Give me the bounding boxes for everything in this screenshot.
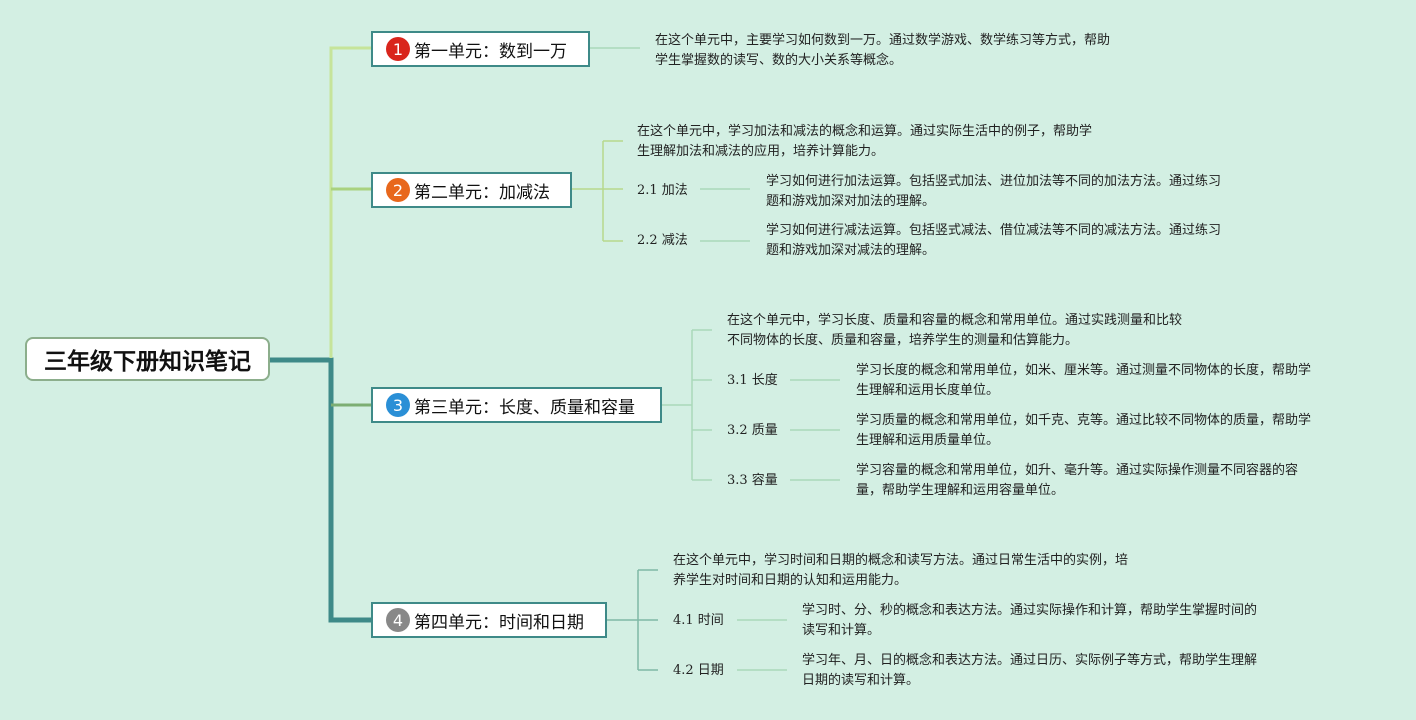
subtopic-4-1-text: 学习时、分、秒的概念和表达方法。通过实际操作和计算，帮助学生掌握时间的 读写和计… (802, 603, 1258, 638)
subtopic-3-3-label[interactable]: 3.3 容量 (727, 473, 778, 488)
unit-2-description: 在这个单元中，学习加法和减法的概念和运算。通过实际生活中的例子，帮助学 生理解加… (637, 124, 1093, 159)
subtopic-2-2-label[interactable]: 2.2 减法 (637, 233, 688, 248)
subtopic-3-3-text: 学习容量的概念和常用单位，如升、毫升等。通过实际操作测量不同容器的容 量，帮助学… (856, 463, 1299, 498)
root-topic[interactable]: 三年级下册知识笔记 (25, 337, 270, 381)
subtopic-4-2-label[interactable]: 4.2 日期 (673, 663, 724, 678)
unit-1-description: 在这个单元中，主要学习如何数到一万。通过数学游戏、数学练习等方式，帮助 学生掌握… (655, 33, 1111, 68)
unit-2-number-badge: 2 (386, 178, 410, 202)
unit-2-title: 第二单元：加减法 (414, 182, 550, 203)
subtopic-3-1-label[interactable]: 3.1 长度 (727, 373, 778, 388)
subtopic-2-2-text: 学习如何进行减法运算。包括竖式减法、借位减法等不同的减法方法。通过练习 题和游戏… (766, 223, 1222, 258)
subtopic-4-2-text: 学习年、月、日的概念和表达方法。通过日历、实际例子等方式，帮助学生理解 日期的读… (802, 653, 1258, 688)
root-title: 三年级下册知识笔记 (44, 349, 251, 375)
unit-3-node[interactable]: 3 第三单元：长度、质量和容量 (371, 387, 662, 423)
unit-4-title: 第四单元：时间和日期 (414, 612, 584, 633)
subtopic-3-1-text: 学习长度的概念和常用单位，如米、厘米等。通过测量不同物体的长度，帮助学 生理解和… (856, 363, 1312, 398)
unit-3-description: 在这个单元中，学习长度、质量和容量的概念和常用单位。通过实践测量和比较 不同物体… (727, 313, 1183, 348)
unit-4-number-badge: 4 (386, 608, 410, 632)
unit-1-node[interactable]: 1 第一单元：数到一万 (371, 31, 590, 67)
unit-1-number-badge: 1 (386, 37, 410, 61)
unit-1-title: 第一单元：数到一万 (414, 41, 567, 62)
unit-3-number-badge: 3 (386, 393, 410, 417)
unit-3-title: 第三单元：长度、质量和容量 (414, 397, 635, 418)
subtopic-3-2-text: 学习质量的概念和常用单位，如千克、克等。通过比较不同物体的质量，帮助学 生理解和… (856, 413, 1312, 448)
unit-4-description: 在这个单元中，学习时间和日期的概念和读写方法。通过日常生活中的实例，培 养学生对… (673, 553, 1129, 588)
unit-2-node[interactable]: 2 第二单元：加减法 (371, 172, 572, 208)
unit-4-node[interactable]: 4 第四单元：时间和日期 (371, 602, 607, 638)
subtopic-4-1-label[interactable]: 4.1 时间 (673, 613, 724, 628)
subtopic-3-2-label[interactable]: 3.2 质量 (727, 423, 778, 438)
subtopic-2-1-label[interactable]: 2.1 加法 (637, 183, 688, 198)
subtopic-2-1-text: 学习如何进行加法运算。包括竖式加法、进位加法等不同的加法方法。通过练习 题和游戏… (766, 174, 1222, 209)
